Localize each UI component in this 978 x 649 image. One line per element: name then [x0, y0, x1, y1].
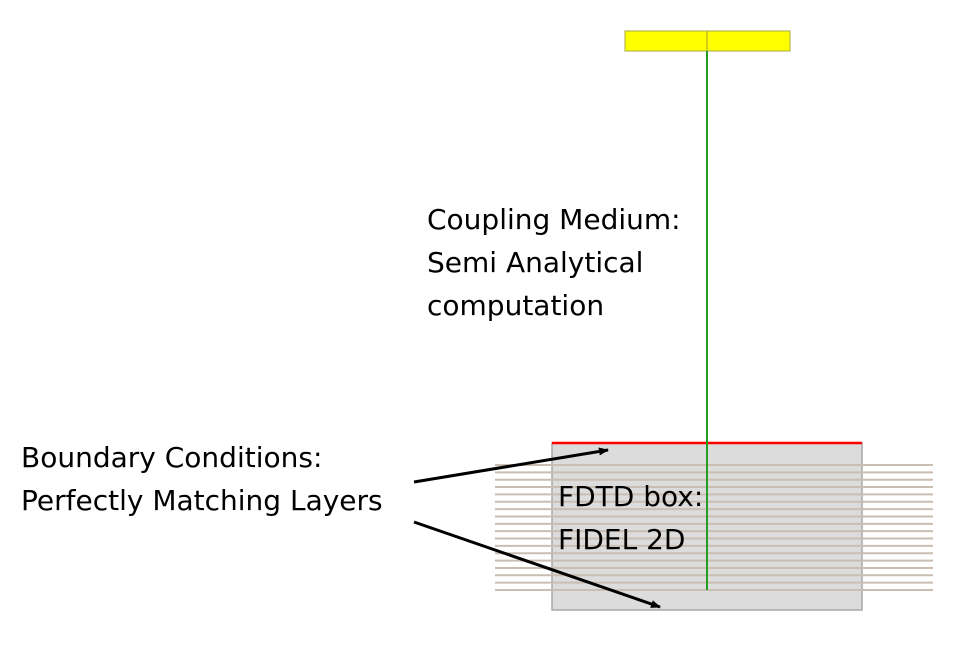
coupling-label-line3: computation — [427, 289, 604, 322]
boundary-label-line2: Perfectly Matching Layers — [21, 484, 383, 517]
fdtd-label-line1: FDTD box: — [558, 480, 703, 513]
coupling-label-line1: Coupling Medium: — [427, 203, 681, 236]
arrow-top — [413, 447, 609, 484]
coupling-label-line2: Semi Analytical — [427, 246, 643, 279]
boundary-label-line1: Boundary Conditions: — [21, 441, 322, 474]
arrow-bottom — [413, 520, 661, 609]
fdtd-label-line2: FIDEL 2D — [558, 523, 686, 556]
layer-stripes — [495, 464, 933, 591]
